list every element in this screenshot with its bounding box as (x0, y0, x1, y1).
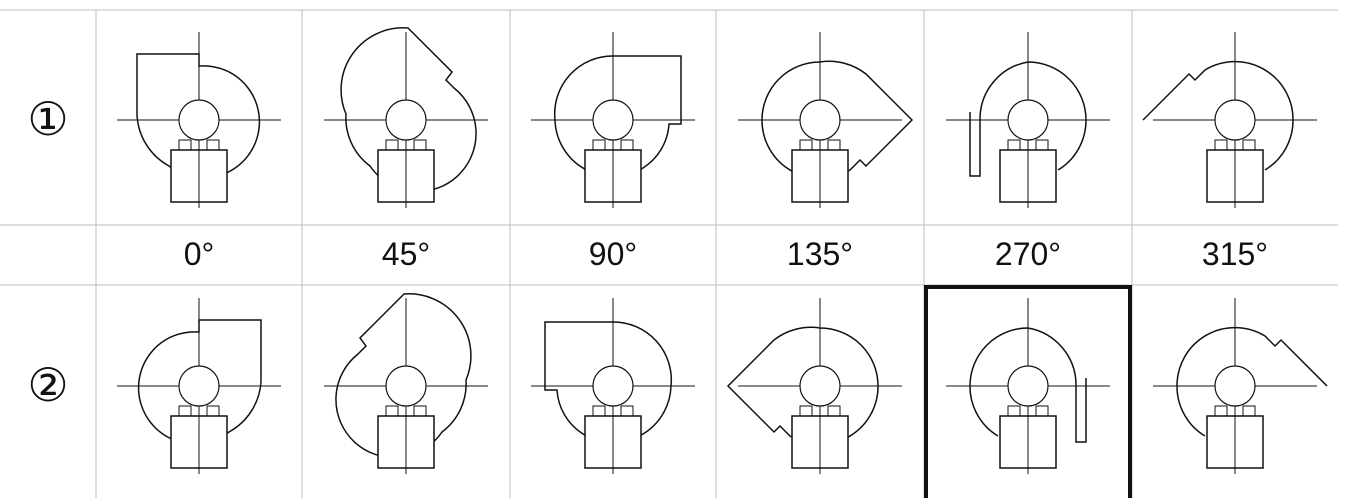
mount-block-right (620, 405, 634, 417)
mount-block-right (1035, 139, 1049, 151)
impeller-hub (385, 99, 427, 141)
volute-outline (544, 321, 673, 444)
volute-outline (340, 27, 477, 193)
fan-diagram-r1-3 (738, 32, 914, 208)
volute-outline (969, 61, 1087, 177)
mount-block-left (1007, 405, 1021, 417)
mount-block-right (1242, 139, 1256, 151)
mount-block-left (1214, 405, 1228, 417)
mount-block-left (1007, 139, 1021, 151)
impeller-hub (178, 365, 220, 407)
angle-label-45: 45° (381, 236, 431, 272)
volute-outline (553, 55, 682, 178)
mount-block-left (592, 139, 606, 151)
impeller-hub (1214, 365, 1256, 407)
angle-label-0: 0° (183, 236, 215, 272)
mount-block-left (385, 405, 399, 417)
impeller-hub (1007, 99, 1049, 141)
volute-outline (1142, 60, 1294, 171)
volute-outline (136, 53, 261, 179)
angle-label-270: 270° (994, 236, 1062, 272)
impeller-hub (1007, 365, 1049, 407)
fan-diagram-r1-2 (531, 32, 695, 208)
impeller-hub (592, 365, 634, 407)
fan-diagram-r1-1 (324, 27, 488, 208)
angle-label-90: 90° (588, 236, 638, 272)
row-marker-2: ② (27, 359, 69, 411)
mount-block-right (1035, 405, 1049, 417)
impeller-hub (1214, 99, 1256, 141)
volute-outline (969, 327, 1087, 443)
mount-block-left (1214, 139, 1228, 151)
fan-diagram-r1-4 (946, 32, 1110, 208)
angle-label-315: 315° (1201, 236, 1269, 272)
impeller-hub (592, 99, 634, 141)
mount-block-right (206, 139, 220, 151)
angle-label-135: 135° (786, 236, 854, 272)
fan-diagram-r1-0 (117, 32, 281, 208)
mount-block-right (827, 405, 841, 417)
volute-outline (137, 319, 262, 445)
fan-diagram-r2-0 (117, 298, 281, 474)
impeller-hub (799, 365, 841, 407)
fan-diagram-r2-2 (531, 298, 695, 474)
mount-block-right (413, 139, 427, 151)
mount-block-right (620, 139, 634, 151)
mount-block-left (799, 405, 813, 417)
mount-block-left (178, 405, 192, 417)
highlight-frame (924, 285, 1132, 498)
impeller-hub (799, 99, 841, 141)
mount-block-left (178, 139, 192, 151)
mount-block-left (385, 139, 399, 151)
mount-block-left (799, 139, 813, 151)
row-marker-1: ① (27, 93, 69, 145)
volute-outline (1176, 326, 1328, 437)
fan-diagram-r2-3 (726, 298, 902, 474)
fan-diagram-r2-4 (946, 298, 1110, 474)
impeller-hub (178, 99, 220, 141)
mount-block-left (592, 405, 606, 417)
fan-diagram-r1-5 (1142, 32, 1317, 208)
fan-diagram-r2-1 (324, 293, 488, 474)
volute-outline (335, 293, 472, 459)
mount-block-right (1242, 405, 1256, 417)
mount-block-right (413, 405, 427, 417)
mount-block-right (206, 405, 220, 417)
mount-block-right (827, 139, 841, 151)
fan-diagram-r2-5 (1153, 298, 1328, 474)
impeller-hub (385, 365, 427, 407)
